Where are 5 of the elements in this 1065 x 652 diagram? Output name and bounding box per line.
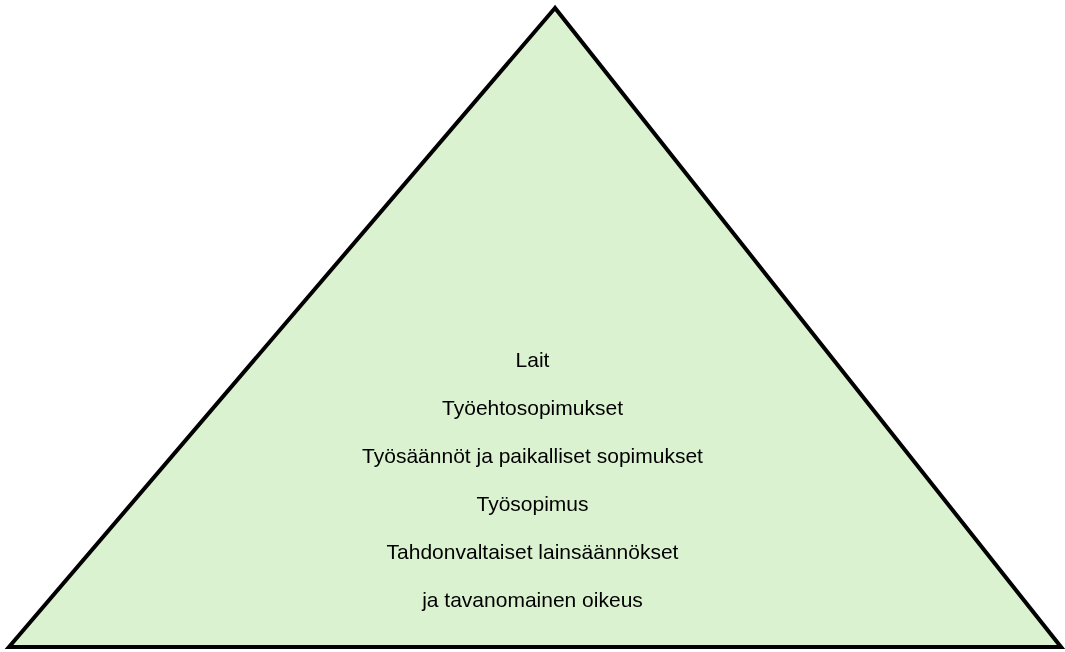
pyramid-level-label: Työehtosopimukset <box>441 395 624 421</box>
pyramid-level-label: Lait <box>514 347 551 373</box>
pyramid-level-label: Työsäännöt ja paikalliset sopimukset <box>361 443 704 469</box>
pyramid-level-label: Tahdonvaltaiset lainsäännökset ja tavanomainen oikeus <box>385 539 680 613</box>
pyramid-level-label: Työsopimus <box>475 491 590 517</box>
